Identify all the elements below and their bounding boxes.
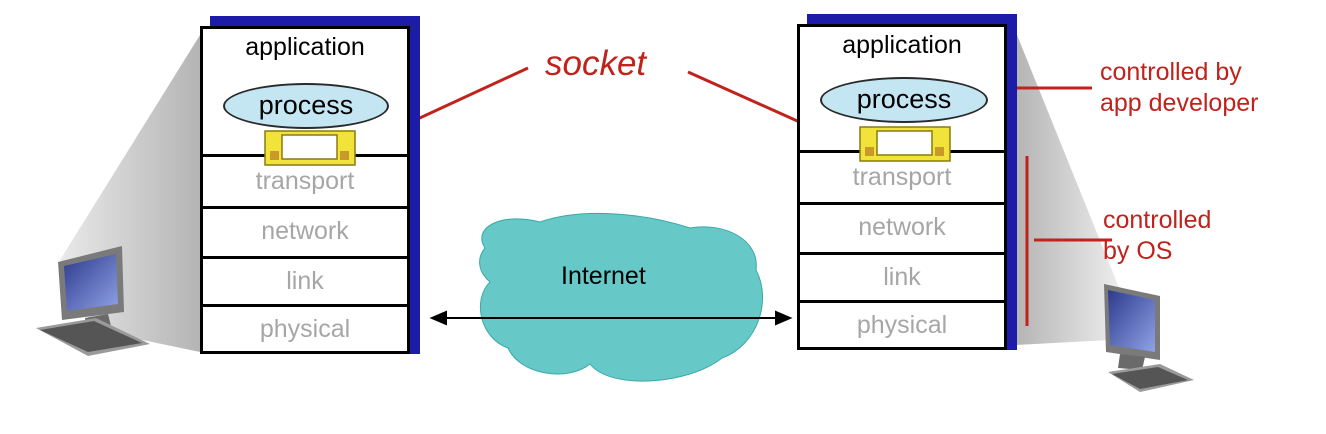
network-layer: network [800, 202, 1004, 252]
app-developer-line1: controlled by [1100, 58, 1242, 86]
transport-layer: transport [800, 150, 1004, 202]
socket-label: socket [545, 44, 647, 83]
internet-label: Internet [561, 262, 646, 290]
app-developer-line2: app developer [1100, 89, 1259, 117]
right-host-stack: application process transport network li… [797, 14, 1017, 350]
os-line2: by OS [1103, 237, 1173, 265]
os-line1: controlled [1103, 206, 1212, 234]
network-layer: network [203, 206, 407, 256]
physical-link-arrow [429, 310, 793, 326]
physical-layer: physical [203, 304, 407, 354]
process-ellipse: process [223, 83, 389, 129]
application-layer-label: application [245, 33, 365, 61]
left-computer-icon [36, 246, 150, 356]
physical-layer: physical [800, 300, 1004, 350]
transport-layer: transport [203, 154, 407, 206]
right-view-cone [1015, 30, 1120, 345]
application-layer-label: application [842, 31, 962, 59]
link-layer: link [203, 256, 407, 304]
internet-cloud-icon [479, 212, 764, 382]
link-layer: link [800, 252, 1004, 300]
right-computer-icon [1104, 284, 1194, 392]
process-ellipse: process [820, 77, 988, 123]
left-host-stack: application process transport network li… [200, 16, 420, 354]
app-developer-annotation: controlled by app developer [1100, 57, 1258, 119]
os-annotation: controlled by OS [1103, 205, 1211, 267]
